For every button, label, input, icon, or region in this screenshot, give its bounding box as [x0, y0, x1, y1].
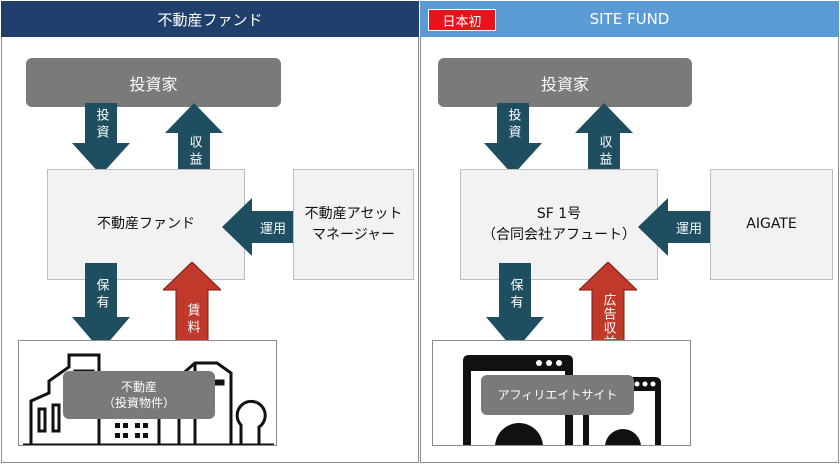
left-asset-label: 不動産 （投資物件） — [63, 371, 215, 419]
right-asset-label: アフィリエイトサイト — [481, 375, 634, 415]
right-asset-text: アフィリエイトサイト — [497, 387, 618, 402]
right-manager-label: AIGATE — [746, 216, 797, 233]
first-in-japan-badge: 日本初 — [428, 9, 496, 31]
left-manage-arrow: 運用 — [222, 198, 297, 256]
right-fund-line1: SF 1号 — [536, 206, 582, 223]
left-manager-line2: マネージャー — [311, 226, 396, 243]
left-asset-frame: 不動産 （投資物件） — [18, 340, 277, 446]
right-fund-line2: （合同会社アフュート） — [482, 226, 636, 243]
right-fund-box: SF 1号 （合同会社アフュート） — [460, 169, 658, 280]
left-header: 不動産ファンド — [1, 1, 419, 37]
right-manage-arrow: 運用 — [638, 198, 714, 256]
right-return-arrow: 収益 — [575, 103, 633, 175]
left-return-arrow: 収益 — [165, 103, 223, 175]
right-asset-frame: アフィリエイトサイト — [432, 340, 691, 446]
right-header-title: SITE FUND — [589, 10, 670, 28]
left-asset-line1: 不動産 — [120, 379, 157, 394]
right-invest-arrow: 投資 — [484, 103, 542, 175]
left-manager-box: 不動産アセット マネージャー — [293, 169, 414, 280]
left-rent-arrow: 賃料 — [163, 262, 221, 354]
right-ad-revenue-arrow: 広告収益 — [579, 262, 637, 354]
right-investor-bar: 投資家 — [438, 58, 692, 107]
right-manager-box: AIGATE — [710, 169, 833, 280]
left-invest-arrow: 投資 — [72, 103, 130, 175]
left-manager-line1: 不動産アセット — [304, 206, 403, 223]
left-hold-arrow: 保有 — [72, 263, 130, 351]
left-investor-bar: 投資家 — [26, 58, 281, 107]
right-hold-arrow: 保有 — [486, 263, 544, 351]
left-fund-label: 不動産ファンド — [97, 216, 195, 233]
left-asset-line2: （投資物件） — [102, 396, 175, 410]
